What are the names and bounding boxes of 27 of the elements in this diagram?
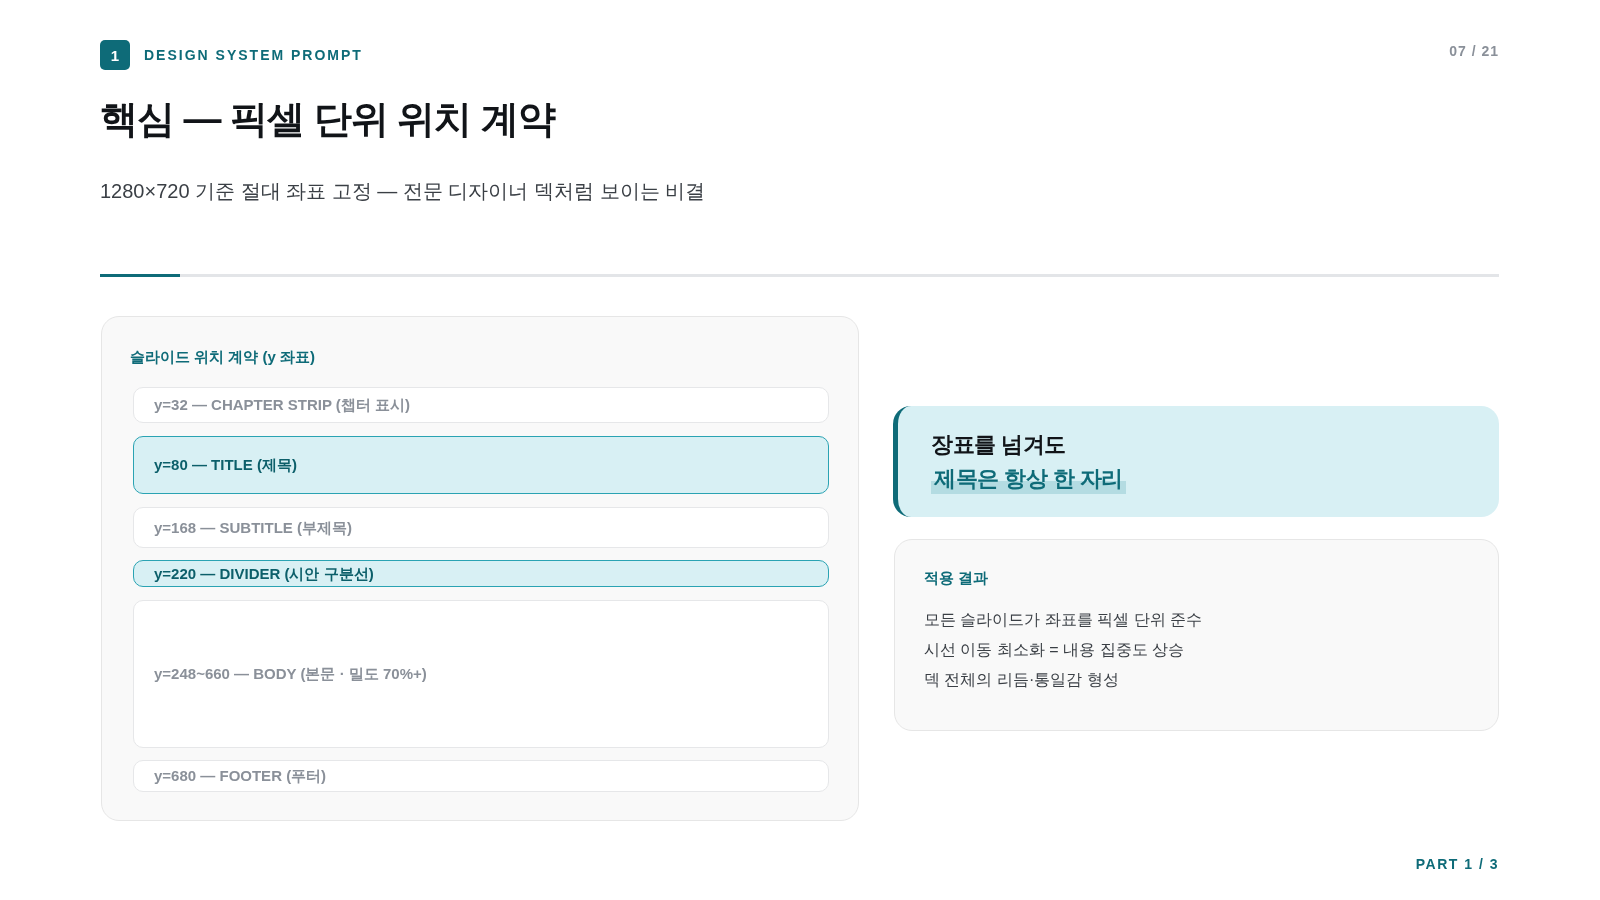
result-line: 덱 전체의 리듬·통일감 형성 [924,670,1119,690]
part-indicator: PART 1 / 3 [1415,855,1499,874]
page-number: 07 / 21 [1449,42,1499,61]
result-line: 모든 슬라이드가 좌표를 픽셀 단위 준수 [924,610,1203,630]
highlighted-zone-bar [133,560,829,587]
panel-heading: 슬라이드 위치 계약 (y 좌표) [130,347,315,367]
chapter-badge: 1 [100,40,130,70]
zone-label: y=220 — DIVIDER (시안 구분선) [154,563,374,584]
zone-bar [133,760,829,792]
highlighted-zone-bar [133,436,829,494]
zone-label: y=32 — CHAPTER STRIP (챕터 표시) [154,395,411,415]
zone-label: y=680 — FOOTER (푸터) [154,766,327,786]
card-heading: 적용 결과 [924,568,989,588]
slide-title: 핵심 — 픽셀 단위 위치 계약 [100,97,555,142]
zone-label: y=168 — SUBTITLE (부제목) [154,517,352,538]
callout-card [893,406,1499,517]
result-line: 시선 이동 최소화 = 내용 집중도 상승 [924,640,1184,660]
result-card [894,539,1499,731]
zone-bar [133,387,829,423]
zone-bar [133,507,829,548]
zone-bar [133,600,829,748]
subtitle: 1280×720 기준 절대 좌표 고정 — 전문 디자이너 덱처럼 보이는 비결 [100,179,706,204]
section-label: DESIGN SYSTEM PROMPT [144,46,363,65]
zone-label: y=248~660 — BODY (본문 · 밀도 70%+) [154,664,427,684]
zone-label: y=80 — TITLE (제목) [154,455,297,475]
layout-panel [101,316,859,821]
callout-heading: 장표를 넘겨도 [931,430,1066,459]
